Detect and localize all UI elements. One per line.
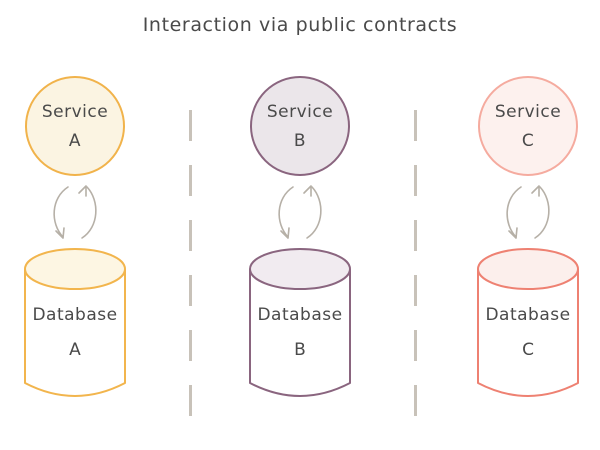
database-c-letter: C (522, 340, 534, 360)
diagram-title: Interaction via public contracts (142, 14, 458, 36)
service-b-label: Service (266, 101, 334, 122)
service-a-circle: Service A (25, 76, 125, 176)
cycle-arrows-icon (506, 185, 550, 239)
service-c-circle: Service C (478, 76, 578, 176)
service-a-letter: A (68, 130, 82, 151)
column-service-b: Service B Database B (225, 60, 375, 420)
service-a-label: Service (41, 101, 109, 122)
service-c-label: Service (494, 101, 562, 122)
service-b-circle: Service B (250, 76, 350, 176)
column-service-a: Service A Database A (0, 60, 150, 420)
database-b-letter: B (294, 340, 306, 360)
service-c-letter: C (521, 130, 535, 151)
database-a-letter: A (69, 340, 81, 360)
cycle-arrows-icon (278, 185, 322, 239)
service-b-letter: B (293, 130, 307, 151)
dashed-divider-right (414, 110, 417, 426)
database-b-cylinder: Database B (245, 243, 355, 403)
database-b-label: Database (257, 305, 343, 325)
column-service-c: Service C Database C (453, 60, 600, 420)
database-a-label: Database (32, 305, 118, 325)
cycle-arrows-icon (53, 185, 97, 239)
dashed-divider-left (189, 110, 192, 426)
database-c-cylinder: Database C (473, 243, 583, 403)
database-c-label: Database (485, 305, 571, 325)
database-a-cylinder: Database A (20, 243, 130, 403)
